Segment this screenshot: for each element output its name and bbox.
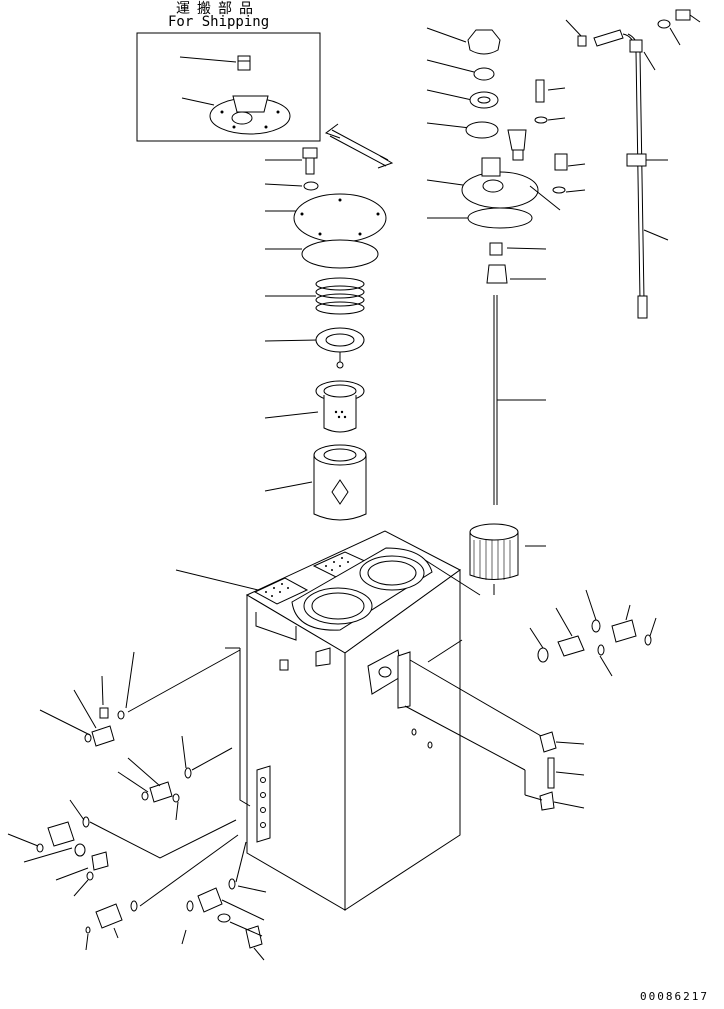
drawing-number: 00086217 [640, 990, 709, 1003]
filter-assembly [264, 147, 387, 521]
shipping-caption-japanese: 運搬部品 [176, 1, 260, 17]
hydraulic-tank [225, 530, 461, 911]
left-fittings [7, 649, 267, 961]
transfer-arrow [324, 123, 394, 169]
breather-assembly [426, 27, 586, 595]
right-fittings [404, 589, 657, 811]
shipping-caption-english: For Shipping [168, 14, 270, 30]
breather-hose [565, 9, 701, 319]
shipping-inset [136, 32, 321, 142]
